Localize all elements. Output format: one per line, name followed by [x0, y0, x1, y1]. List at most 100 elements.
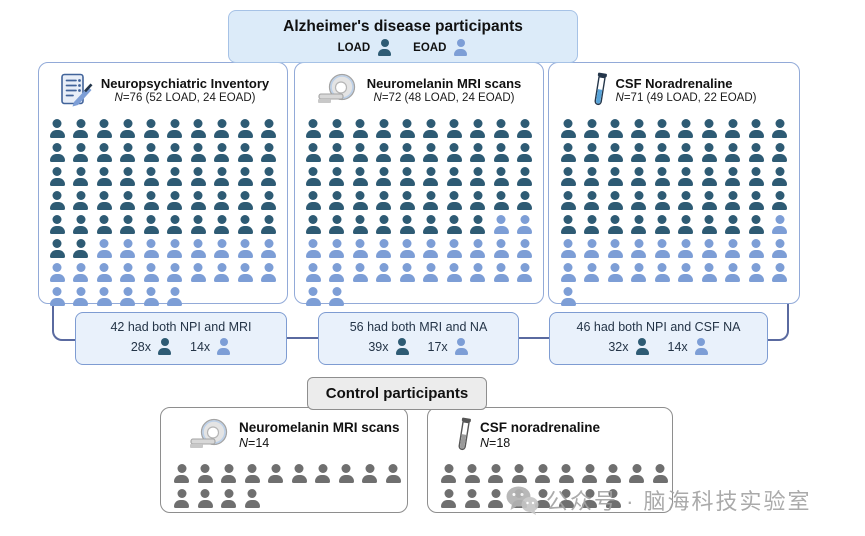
control-person-icon: [534, 464, 551, 483]
load-person-icon: [352, 215, 369, 234]
load-person-icon: [607, 119, 624, 138]
load-person-icon: [375, 167, 392, 186]
load-person-icon: [630, 215, 647, 234]
load-person-icon: [677, 191, 694, 210]
load-person-icon: [143, 191, 160, 210]
control-person-icon: [244, 464, 261, 483]
load-person-icon: [399, 191, 416, 210]
load-person-icon: [143, 215, 160, 234]
load-person-icon: [493, 191, 510, 210]
panel-header: CSF Noradrenaline N=71 (49 LOAD, 22 EOAD…: [549, 63, 799, 111]
load-person-icon: [72, 191, 89, 210]
load-person-icon: [701, 191, 718, 210]
load-person-icon: [119, 119, 136, 138]
load-person-icon: [49, 215, 66, 234]
load-person-icon: [701, 167, 718, 186]
load-person-icon: [260, 191, 277, 210]
load-person-icon: [446, 167, 463, 186]
control-person-icon: [534, 489, 551, 508]
load-person-icon: [328, 167, 345, 186]
eoad-person-icon: [237, 239, 254, 258]
load-person-icon: [375, 119, 392, 138]
panel-subtitle: N=76 (52 LOAD, 24 EOAD): [114, 92, 256, 104]
panel-header-text: Neuromelanin MRI scans N=14: [239, 420, 400, 450]
load-person-icon: [469, 143, 486, 162]
eoad-person-icon: [694, 338, 709, 355]
load-person-icon: [305, 143, 322, 162]
eoad-person-icon: [213, 263, 230, 282]
load-person-icon: [701, 119, 718, 138]
load-person-icon: [771, 143, 788, 162]
watermark: 公众号 · 脑海科技实验室: [505, 484, 812, 516]
eoad-person-icon: [143, 263, 160, 282]
overlap-text: 56 had both MRI and NA: [349, 320, 488, 334]
csf-participant-grid: [560, 119, 789, 306]
eoad-person-icon: [748, 263, 765, 282]
eoad-person-icon: [96, 263, 113, 282]
panel-header: Neuropsychiatric Inventory N=76 (52 LOAD…: [39, 63, 287, 111]
load-person-icon: [328, 143, 345, 162]
load-person-icon: [654, 191, 671, 210]
connector-box2-box3: [519, 337, 549, 339]
load-person-icon: [748, 119, 765, 138]
panel-header-text: Neuropsychiatric Inventory N=76 (52 LOAD…: [101, 76, 269, 104]
control-panel-csf: CSF noradrenaline N=18: [427, 407, 673, 513]
eoad-person-icon: [422, 263, 439, 282]
eoad-person-icon: [119, 239, 136, 258]
load-person-icon: [399, 215, 416, 234]
load-person-icon: [724, 215, 741, 234]
eoad-person-icon: [516, 239, 533, 258]
control-person-icon: [464, 489, 481, 508]
load-person-icon: [352, 191, 369, 210]
load-person-icon: [446, 191, 463, 210]
eoad-person-icon: [166, 239, 183, 258]
control-person-icon: [197, 489, 214, 508]
control-person-icon: [558, 489, 575, 508]
load-person-icon: [560, 143, 577, 162]
load-person-icon: [213, 143, 230, 162]
load-person-icon: [469, 167, 486, 186]
load-person-icon: [748, 215, 765, 234]
eoad-person-icon: [677, 263, 694, 282]
eoad-person-icon: [560, 263, 577, 282]
load-person-icon: [446, 143, 463, 162]
control-person-icon: [511, 464, 528, 483]
eoad-person-icon: [748, 239, 765, 258]
load-person-icon: [607, 167, 624, 186]
eoad-person-icon: [469, 263, 486, 282]
eoad-person-icon: [399, 263, 416, 282]
load-person-icon: [654, 119, 671, 138]
load-count: 28x: [130, 339, 151, 354]
load-person-icon: [399, 167, 416, 186]
control-person-icon: [361, 464, 378, 483]
panel-header: Neuromelanin MRI scans N=72 (48 LOAD, 24…: [295, 63, 543, 111]
load-person-icon: [630, 143, 647, 162]
load-person-icon: [399, 119, 416, 138]
eoad-person-icon: [190, 263, 207, 282]
eoad-person-icon: [305, 263, 322, 282]
load-person-icon: [583, 143, 600, 162]
eoad-person-icon: [677, 239, 694, 258]
control-person-icon: [581, 489, 598, 508]
eoad-person-icon: [328, 239, 345, 258]
eoad-person-icon: [493, 239, 510, 258]
control-mri-grid: [173, 464, 402, 508]
load-person-icon: [49, 167, 66, 186]
load-person-icon: [190, 143, 207, 162]
load-person-icon: [305, 215, 322, 234]
load-person-icon: [375, 215, 392, 234]
load-person-icon: [166, 191, 183, 210]
load-person-icon: [119, 191, 136, 210]
panel-title: Neuromelanin MRI scans: [366, 76, 522, 91]
control-person-icon: [581, 464, 598, 483]
load-person-icon: [469, 215, 486, 234]
eoad-person-icon: [560, 239, 577, 258]
load-person-icon: [654, 143, 671, 162]
load-person-icon: [375, 191, 392, 210]
eoad-person-icon: [701, 239, 718, 258]
eoad-person-icon: [260, 263, 277, 282]
load-person-icon: [143, 119, 160, 138]
control-person-icon: [338, 464, 355, 483]
eoad-person-icon: [607, 239, 624, 258]
